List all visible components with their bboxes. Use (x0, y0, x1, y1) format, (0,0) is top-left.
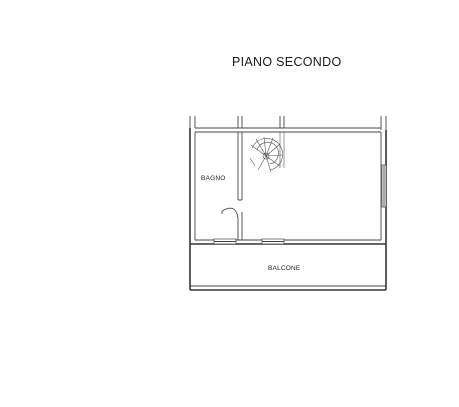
spiral-staircase (249, 132, 285, 173)
balcony-wall (190, 238, 386, 245)
balcony-outline (190, 285, 386, 291)
bathroom-partition (221, 132, 243, 240)
room-label-bathroom: BAGNO (201, 175, 225, 182)
plan-title: PIANO SECONDO (232, 55, 341, 69)
upper-wall-stubs (189, 116, 387, 132)
room-label-balcony: BALCONE (268, 265, 301, 272)
floor-outline (189, 127, 387, 290)
